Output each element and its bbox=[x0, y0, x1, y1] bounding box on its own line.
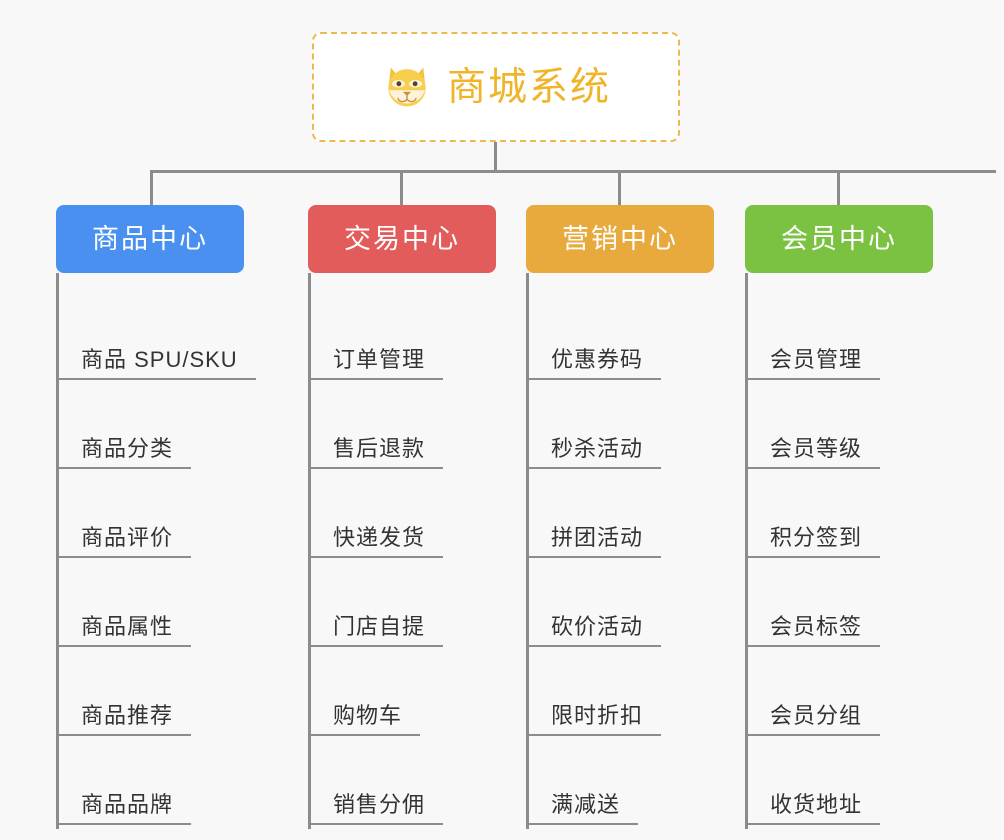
list-item[interactable]: 订单管理 bbox=[311, 295, 508, 384]
leaf-label: 销售分佣 bbox=[311, 792, 444, 825]
list-item[interactable]: 售后退款 bbox=[311, 384, 508, 473]
branch-leaf-list-3: 优惠券码 秒杀活动 拼团活动 砍价活动 限时折扣 满减送 bbox=[526, 273, 726, 829]
list-item[interactable]: 会员分组 bbox=[748, 651, 945, 740]
branch-column-3: 营销中心 优惠券码 秒杀活动 拼团活动 砍价活动 限时折扣 满减送 bbox=[526, 205, 726, 829]
branch-column-1: 商品中心 商品 SPU/SKU 商品分类 商品评价 商品属性 商品推荐 商品品牌 bbox=[56, 205, 286, 829]
leaf-label: 商品属性 bbox=[59, 614, 192, 647]
leaf-label: 商品推荐 bbox=[59, 703, 192, 736]
list-item[interactable]: 优惠券码 bbox=[529, 295, 726, 384]
leaf-label: 购物车 bbox=[311, 703, 421, 736]
list-item[interactable]: 积分签到 bbox=[748, 473, 945, 562]
connector-horizontal-bus bbox=[150, 170, 996, 173]
list-item[interactable]: 收货地址 bbox=[748, 740, 945, 829]
connector-drop-1 bbox=[150, 170, 153, 205]
leaf-label: 售后退款 bbox=[311, 436, 444, 469]
leaf-label: 会员等级 bbox=[748, 436, 881, 469]
list-item[interactable]: 满减送 bbox=[529, 740, 726, 829]
list-item[interactable]: 会员等级 bbox=[748, 384, 945, 473]
leaf-label: 订单管理 bbox=[311, 347, 444, 380]
leaf-label: 门店自提 bbox=[311, 614, 444, 647]
leaf-label: 拼团活动 bbox=[529, 525, 662, 558]
branch-header-3[interactable]: 营销中心 bbox=[526, 205, 714, 273]
leaf-label: 会员管理 bbox=[748, 347, 881, 380]
root-node[interactable]: 商城系统 bbox=[312, 32, 680, 142]
list-item[interactable]: 商品评价 bbox=[59, 473, 286, 562]
connector-drop-3 bbox=[618, 170, 621, 205]
leaf-label: 商品品牌 bbox=[59, 792, 192, 825]
branch-leaf-list-4: 会员管理 会员等级 积分签到 会员标签 会员分组 收货地址 bbox=[745, 273, 945, 829]
root-title: 商城系统 bbox=[446, 65, 611, 109]
list-item[interactable]: 商品品牌 bbox=[59, 740, 286, 829]
list-item[interactable]: 商品推荐 bbox=[59, 651, 286, 740]
branch-leaf-list-2: 订单管理 售后退款 快递发货 门店自提 购物车 销售分佣 bbox=[308, 273, 508, 829]
list-item[interactable]: 会员管理 bbox=[748, 295, 945, 384]
list-item[interactable]: 购物车 bbox=[311, 651, 508, 740]
list-item[interactable]: 快递发货 bbox=[311, 473, 508, 562]
branch-leaf-list-1: 商品 SPU/SKU 商品分类 商品评价 商品属性 商品推荐 商品品牌 bbox=[56, 273, 286, 829]
branch-column-2: 交易中心 订单管理 售后退款 快递发货 门店自提 购物车 销售分佣 bbox=[308, 205, 508, 829]
list-item[interactable]: 会员标签 bbox=[748, 562, 945, 651]
connector-root-stem bbox=[494, 142, 497, 172]
branch-column-4: 会员中心 会员管理 会员等级 积分签到 会员标签 会员分组 收货地址 bbox=[745, 205, 945, 829]
list-item[interactable]: 商品 SPU/SKU bbox=[59, 295, 286, 384]
leaf-label: 砍价活动 bbox=[529, 614, 662, 647]
shiba-dog-face-icon bbox=[388, 67, 426, 107]
leaf-label: 商品 SPU/SKU bbox=[59, 347, 256, 380]
list-item[interactable]: 秒杀活动 bbox=[529, 384, 726, 473]
connector-drop-4 bbox=[837, 170, 840, 205]
leaf-label: 秒杀活动 bbox=[529, 436, 662, 469]
branch-header-1[interactable]: 商品中心 bbox=[56, 205, 244, 273]
list-item[interactable]: 门店自提 bbox=[311, 562, 508, 651]
branch-header-4[interactable]: 会员中心 bbox=[745, 205, 933, 273]
leaf-label: 积分签到 bbox=[748, 525, 881, 558]
leaf-label: 会员标签 bbox=[748, 614, 881, 647]
connector-drop-2 bbox=[400, 170, 403, 205]
leaf-label: 收货地址 bbox=[748, 792, 881, 825]
list-item[interactable]: 拼团活动 bbox=[529, 473, 726, 562]
leaf-label: 限时折扣 bbox=[529, 703, 662, 736]
leaf-label: 满减送 bbox=[529, 792, 639, 825]
list-item[interactable]: 限时折扣 bbox=[529, 651, 726, 740]
branch-header-2[interactable]: 交易中心 bbox=[308, 205, 496, 273]
list-item[interactable]: 商品分类 bbox=[59, 384, 286, 473]
leaf-label: 商品分类 bbox=[59, 436, 192, 469]
list-item[interactable]: 砍价活动 bbox=[529, 562, 726, 651]
list-item[interactable]: 商品属性 bbox=[59, 562, 286, 651]
leaf-label: 优惠券码 bbox=[529, 347, 662, 380]
leaf-label: 快递发货 bbox=[311, 525, 444, 558]
leaf-label: 会员分组 bbox=[748, 703, 881, 736]
leaf-label: 商品评价 bbox=[59, 525, 192, 558]
list-item[interactable]: 销售分佣 bbox=[311, 740, 508, 829]
